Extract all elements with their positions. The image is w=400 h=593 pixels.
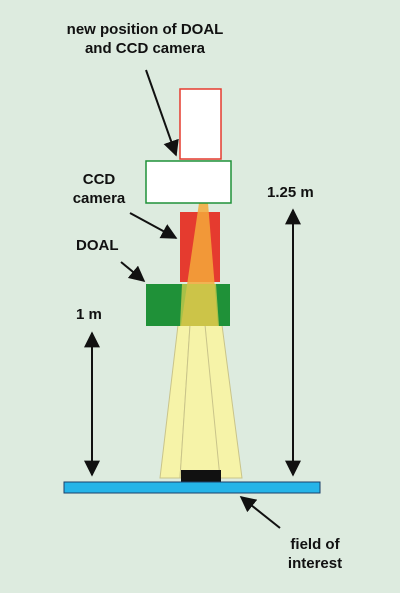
new-position-ccd-outline [179,88,222,160]
camera-view-cone-lower [180,284,219,326]
field-of-interest-label-line2: interest [287,555,343,572]
new-position-doal-outline [145,160,232,204]
new-position-label-line2: and CCD camera [84,40,206,57]
field-of-interest-label-line1: field of [290,536,340,553]
field-of-interest-arrow [239,496,281,529]
new-position-label-line1: new position of DOAL [66,21,224,38]
ccd-camera-label: CCD camera [64,170,134,208]
doal-arrow [120,261,146,283]
ccd-camera-arrow [129,212,178,239]
dimension-label-1m: 1 m [76,306,102,323]
field-of-interest-label: field of interest [270,535,360,573]
ccd-camera-label-line1: CCD [82,171,116,188]
sample-block [181,470,221,482]
new-position-label: new position of DOAL and CCD camera [50,20,240,58]
dimension-label-125m: 1.25 m [267,184,314,201]
doal-label: DOAL [76,237,119,254]
ccd-camera-label-line2: camera [72,190,126,207]
new-position-arrow [145,69,179,157]
field-of-interest-bar [63,481,321,494]
